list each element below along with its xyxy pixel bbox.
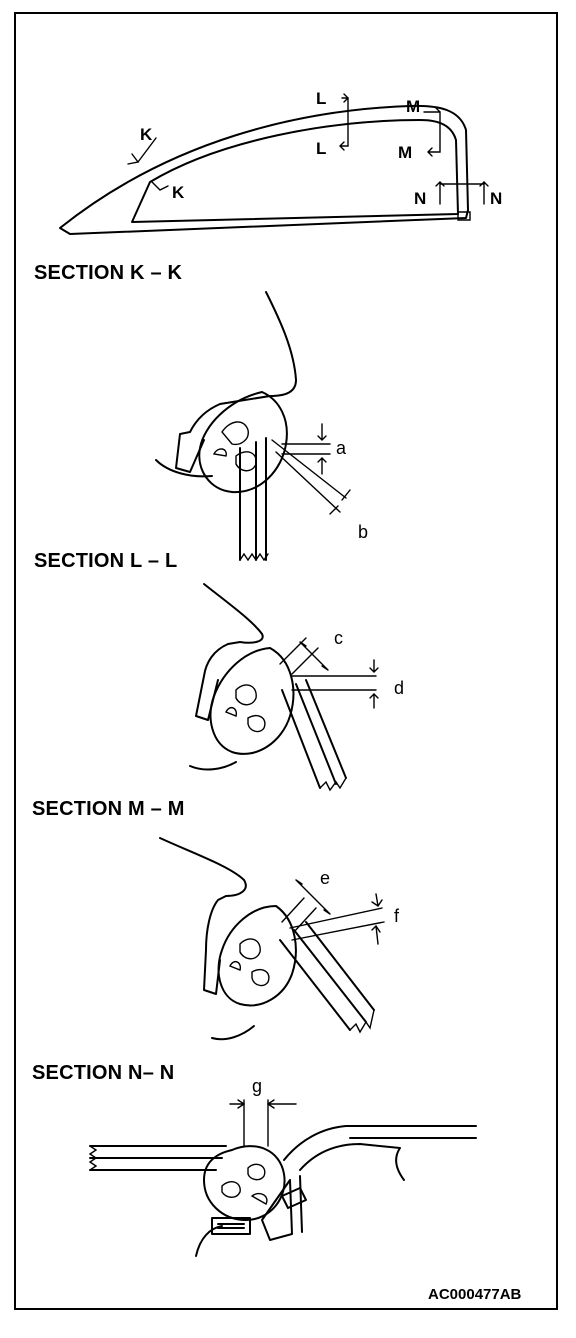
section-n-body-panel bbox=[283, 1125, 477, 1181]
section-n-dim-g-label: g bbox=[252, 1076, 262, 1096]
marker-m-upper: M bbox=[406, 97, 420, 116]
section-m-drawing: e f bbox=[159, 837, 400, 1041]
marker-m-line bbox=[423, 107, 441, 157]
section-m-dim-f bbox=[289, 893, 385, 945]
section-l-seal-bulb bbox=[209, 647, 295, 755]
section-title-k: SECTION K – K bbox=[34, 262, 183, 284]
section-m-glass bbox=[279, 921, 375, 1031]
frame-corner-detail bbox=[457, 211, 471, 221]
section-m-dim-f-label: f bbox=[394, 906, 400, 926]
section-n-glass-break bbox=[88, 1145, 98, 1171]
marker-l-lower: L bbox=[316, 139, 326, 158]
section-k-glass-break bbox=[239, 552, 269, 562]
section-title-m: SECTION M – M bbox=[32, 798, 185, 820]
section-l-panel bbox=[195, 583, 264, 721]
section-l-glass bbox=[281, 679, 347, 789]
section-k-seal-lip bbox=[155, 459, 213, 478]
section-k-glass bbox=[239, 437, 267, 561]
section-m-seal-cavities bbox=[229, 938, 270, 987]
section-k-seal-cavities bbox=[212, 421, 257, 472]
section-k-seal-bulb bbox=[198, 391, 288, 494]
frame-outer-outline bbox=[59, 104, 469, 235]
section-l-dim-c bbox=[279, 637, 329, 675]
marker-n-right: N bbox=[490, 189, 502, 208]
section-n-seal-cavities bbox=[221, 1163, 268, 1205]
marker-l-line bbox=[339, 93, 349, 151]
section-l-glass-break bbox=[319, 777, 347, 792]
marker-l-upper: L bbox=[316, 89, 326, 108]
marker-k-arrow-2 bbox=[151, 181, 169, 191]
section-n-drawing: g bbox=[88, 1076, 477, 1257]
section-n-pillar bbox=[261, 1175, 303, 1241]
section-m-seal-lip bbox=[211, 1025, 255, 1041]
marker-n-left: N bbox=[414, 189, 426, 208]
section-l-dim-d bbox=[291, 659, 379, 709]
section-l-seal-lip bbox=[189, 761, 237, 771]
marker-k-arrow-1 bbox=[127, 137, 157, 165]
section-title-n: SECTION N– N bbox=[32, 1062, 175, 1084]
section-m-panel bbox=[159, 837, 247, 995]
section-l-drawing: c d bbox=[189, 583, 404, 792]
section-l-dim-d-label: d bbox=[394, 678, 404, 698]
section-k-dim-b bbox=[271, 439, 351, 515]
section-k-drawing: a b bbox=[155, 291, 368, 562]
section-k-dim-a-label: a bbox=[336, 438, 347, 458]
section-m-dim-e bbox=[281, 879, 331, 933]
section-m-dim-e-label: e bbox=[320, 868, 330, 888]
section-k-dim-a bbox=[281, 423, 331, 475]
section-n-seal-bulb bbox=[203, 1145, 286, 1221]
section-l-seal-cavities bbox=[225, 684, 266, 733]
marker-n-line bbox=[435, 181, 489, 205]
section-k-dim-b-label: b bbox=[358, 522, 368, 542]
section-n-glass bbox=[89, 1145, 227, 1171]
door-frame-overview: K K L L M M N N bbox=[59, 89, 502, 235]
section-m-glass-break bbox=[349, 1009, 375, 1034]
section-n-dim-g bbox=[229, 1099, 297, 1147]
section-k-panel bbox=[175, 291, 297, 473]
section-n-seal-lip bbox=[195, 1225, 223, 1257]
figure-frame bbox=[14, 12, 558, 1310]
section-title-l: SECTION L – L bbox=[34, 550, 178, 572]
marker-k-lower: K bbox=[172, 183, 185, 202]
section-n-clip bbox=[281, 1187, 307, 1209]
figure-code: AC000477AB bbox=[428, 1286, 522, 1303]
frame-inner-outline bbox=[131, 119, 459, 223]
marker-m-lower: M bbox=[398, 143, 412, 162]
section-l-dim-c-label: c bbox=[334, 628, 343, 648]
marker-k-upper: K bbox=[140, 125, 153, 144]
section-m-seal-bulb bbox=[217, 905, 297, 1007]
